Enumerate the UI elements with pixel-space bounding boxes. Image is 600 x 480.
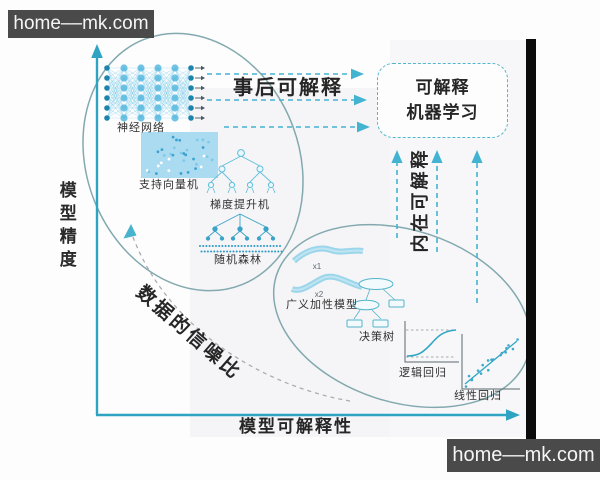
posthoc-interpretability-label: 事后可解释	[233, 77, 343, 99]
gam-feature1-label: x1	[312, 262, 322, 271]
intrinsic-interpretability-label: 内在可解释	[410, 147, 431, 253]
y-axis-label: 模型精度	[56, 181, 76, 273]
neural-network-label: 神经网络	[117, 122, 165, 134]
neural-network-graphic	[104, 64, 205, 122]
watermark-bottom-right: home––mk.com	[447, 439, 600, 472]
axes	[91, 44, 520, 421]
x-axis-arrowhead	[506, 409, 520, 421]
gam-label: 广义加性模型	[286, 299, 358, 311]
interpretable-ml-box: 可解释 机器学习	[377, 63, 508, 138]
black-bar	[526, 39, 536, 440]
svm-label: 支持向量机	[139, 179, 199, 191]
linear-regression-graphic	[461, 334, 520, 390]
gam-graphic	[290, 245, 364, 293]
interpretable-ml-line2: 机器学习	[406, 102, 479, 122]
logistic-regression-label: 逻辑回归	[399, 367, 447, 379]
gbm-label: 梯度提升机	[210, 199, 270, 211]
random-forest-graphic	[198, 213, 283, 253]
y-axis-arrowhead	[91, 44, 103, 58]
decision-tree-graphic	[346, 278, 405, 328]
gam-feature2-label: x2	[314, 290, 324, 299]
interpretable-models-ellipse	[272, 223, 532, 409]
x-axis-label: 模型可解释性	[239, 417, 353, 436]
gradient-boosting-graphic	[206, 149, 276, 194]
watermark-top-left: home––mk.com	[8, 10, 154, 38]
logistic-regression-graphic	[404, 321, 459, 363]
svm-graphic	[141, 132, 218, 178]
decision-tree-label: 决策树	[359, 331, 395, 343]
linear-regression-label: 线性回归	[454, 390, 502, 402]
posthoc-arrows	[207, 68, 370, 133]
random-forest-label: 随机森林	[214, 254, 262, 266]
intrinsic-arrows	[391, 150, 483, 303]
complex-models-ellipse	[82, 32, 304, 292]
snr-arrow	[123, 224, 351, 402]
interpretable-ml-line1: 可解释	[415, 77, 470, 97]
